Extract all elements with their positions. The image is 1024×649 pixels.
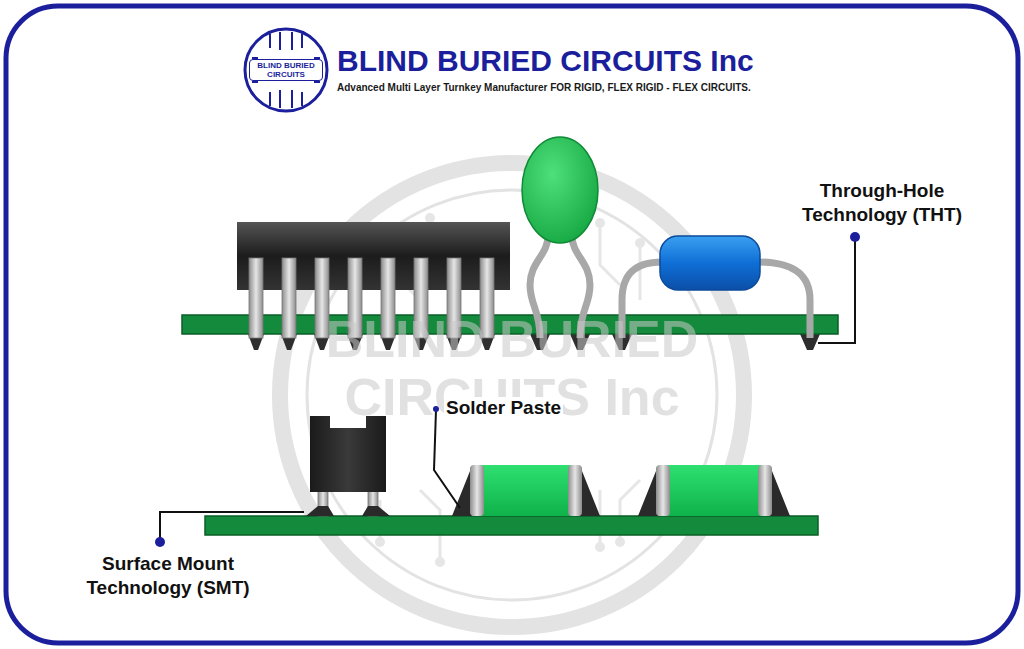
tht-label: Through-Hole Technology (THT) <box>782 179 982 227</box>
title: BLIND BURIED CIRCUITS Inc <box>337 44 754 78</box>
smt-board <box>205 416 818 535</box>
frame <box>6 6 1018 643</box>
leader-dots <box>155 232 860 547</box>
subtitle: Advanced Multi Layer Turnkey Manufacture… <box>337 82 751 93</box>
logo-badge: BLIND BURIED CIRCUITS <box>249 59 323 81</box>
logo-ring <box>245 29 327 111</box>
leader-lines <box>160 238 855 541</box>
smt-label: Surface Mount Technology (SMT) <box>78 552 258 600</box>
solder-paste-label: Solder Paste <box>444 397 563 419</box>
logo-text: BLIND BURIED CIRCUITS <box>252 61 320 79</box>
